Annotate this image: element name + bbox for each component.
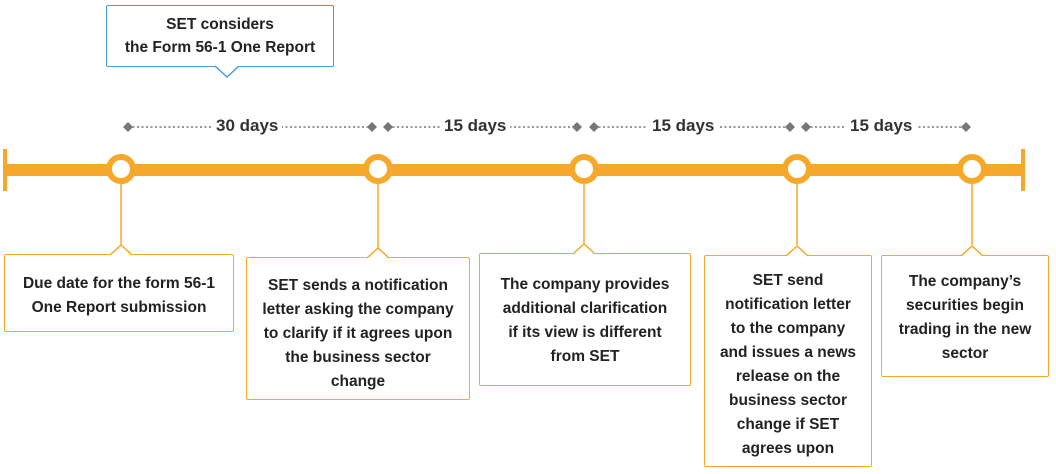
milestone-2-line-4: the business sector	[285, 349, 431, 366]
callout-pointer	[215, 65, 239, 79]
milestone-box-2: SET sends a notification letter asking t…	[246, 257, 470, 400]
milestone-4-line-4: and issues a news	[719, 344, 857, 361]
milestone-3-line-3: if its view is different	[508, 324, 662, 341]
interval-label-4: 15 days	[846, 115, 917, 137]
callout-line-2: the Form 56-1 One Report	[124, 39, 316, 56]
milestone-5-line-1: The company’s	[908, 273, 1022, 290]
milestone-2-line-5: change	[330, 373, 386, 390]
milestone-4-line-3: to the company	[730, 320, 846, 337]
milestone-marker	[957, 154, 987, 184]
milestone-4-line-1: SET send	[752, 272, 824, 289]
milestone-2-pointer	[367, 246, 389, 259]
milestone-3-line-2: additional clarification	[502, 300, 668, 317]
milestone-markers	[106, 154, 987, 184]
milestone-4-line-5: release on the	[735, 368, 841, 385]
interval-label-3: 15 days	[648, 115, 719, 137]
milestone-marker	[363, 154, 393, 184]
milestone-4-line-7: change if SET	[736, 416, 840, 433]
milestone-5-line-4: sector	[941, 345, 989, 362]
milestone-marker	[569, 154, 599, 184]
timeline-start-cap	[3, 149, 7, 191]
milestone-4-line-8: agrees upon	[741, 440, 835, 457]
milestone-3-line-4: from SET	[550, 348, 620, 365]
milestone-3-pointer	[573, 242, 595, 255]
interval-label-1: 30 days	[212, 115, 283, 137]
milestone-marker	[782, 154, 812, 184]
milestone-box-3: The company provides additional clarific…	[479, 253, 691, 386]
interval-dimension-4	[801, 122, 971, 132]
milestone-2-line-2: letter asking the company	[262, 301, 454, 318]
timeline-end-cap	[1021, 149, 1025, 191]
callout-line-1: SET considers	[166, 16, 274, 33]
timeline-bar	[4, 164, 1024, 176]
milestone-box-1: Due date for the form 56-1 One Report su…	[4, 254, 234, 332]
milestone-1-line-2: One Report submission	[31, 299, 207, 316]
milestone-4-pointer	[786, 244, 808, 257]
milestone-5-pointer	[961, 244, 983, 257]
callout-box: SET considers the Form 56-1 One Report	[106, 5, 334, 67]
milestone-3-line-1: The company provides	[500, 276, 670, 293]
milestone-1-line-1: Due date for the form 56-1	[22, 275, 216, 292]
interval-dimension-3	[589, 122, 795, 132]
milestone-connectors	[120, 184, 973, 249]
milestone-2-line-1: SET sends a notification	[268, 277, 448, 294]
milestone-1-pointer	[110, 243, 132, 256]
milestone-marker	[106, 154, 136, 184]
interval-label-2: 15 days	[440, 115, 511, 137]
milestone-5-line-3: trading in the new	[898, 321, 1032, 338]
milestone-4-line-6: business sector	[728, 392, 848, 409]
milestone-box-4: SET send notification letter to the comp…	[704, 255, 872, 467]
milestone-2-line-3: to clarify if it agrees upon	[263, 325, 453, 342]
milestone-5-line-2: securities begin	[905, 297, 1024, 314]
milestone-4-line-2: notification letter	[725, 296, 851, 313]
milestone-box-5: The company’s securities begin trading i…	[881, 255, 1049, 377]
